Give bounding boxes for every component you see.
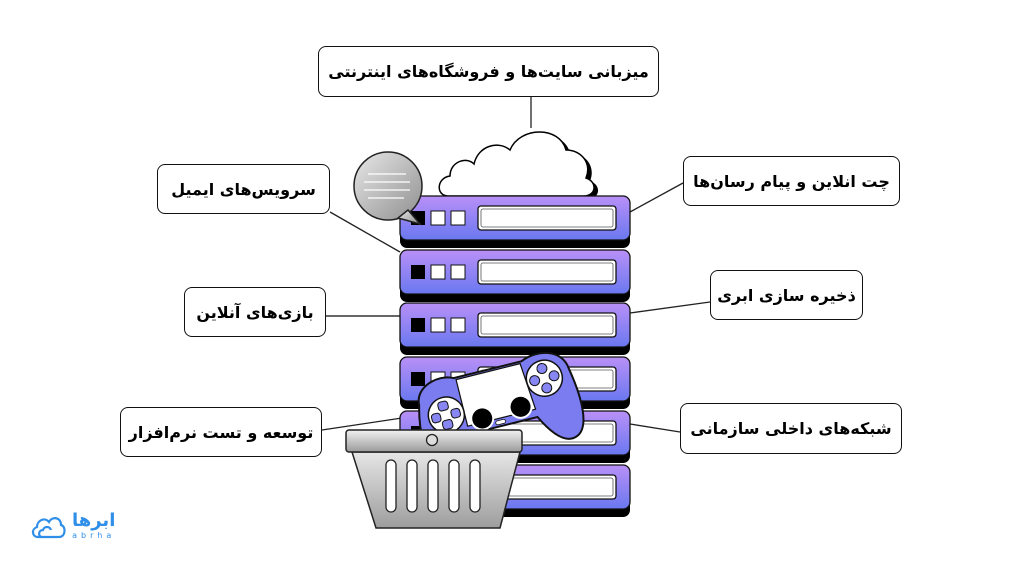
- connector-internal: [629, 423, 681, 433]
- status-led-icon: [430, 317, 446, 333]
- chat-bubble-icon: [353, 151, 423, 226]
- drive-bay: [477, 259, 617, 285]
- label-web-hosting: میزبانی سایت‌ها و فروشگاه‌های اینترنتی: [318, 46, 659, 97]
- status-led-icon: [450, 264, 466, 280]
- drive-bay: [477, 205, 617, 231]
- status-led-icon: [411, 372, 425, 386]
- server-stack: [399, 195, 631, 517]
- status-led-icon: [411, 318, 425, 332]
- label-internal-networks: شبکه‌های داخلی سازمانی: [680, 403, 902, 454]
- cloud-icon: [438, 131, 599, 199]
- connector-dev: [321, 417, 403, 431]
- logo-name-en: abrha: [72, 531, 116, 540]
- server-unit: [399, 249, 631, 302]
- connector-cloud-storage: [629, 301, 711, 314]
- logo-name-fa: ابرها: [72, 510, 116, 531]
- label-cloud-storage: ذخیره سازی ابری: [710, 270, 863, 320]
- status-led-icon: [450, 210, 466, 226]
- connector-chat: [629, 182, 684, 213]
- brand-logo: ابرها abrha: [30, 512, 115, 540]
- cloud-logo-icon: [31, 517, 66, 539]
- status-led-icon: [430, 264, 446, 280]
- drive-bay: [477, 312, 617, 338]
- label-online-games: بازی‌های آنلاین: [184, 287, 326, 337]
- status-led-icon: [430, 210, 446, 226]
- label-chat-messaging: چت انلاین و پیام رسان‌ها: [683, 156, 900, 206]
- gamepad-icon: [417, 351, 585, 465]
- status-led-icon: [411, 265, 425, 279]
- server-unit: [399, 302, 631, 355]
- server-unit: [399, 195, 631, 248]
- connector-email: [329, 211, 401, 253]
- label-email-services: سرویس‌های ایمیل: [157, 164, 330, 214]
- shopping-basket-icon: [345, 429, 523, 529]
- status-led-icon: [450, 317, 466, 333]
- label-software-dev: توسعه و تست نرم‌افزار: [120, 407, 322, 457]
